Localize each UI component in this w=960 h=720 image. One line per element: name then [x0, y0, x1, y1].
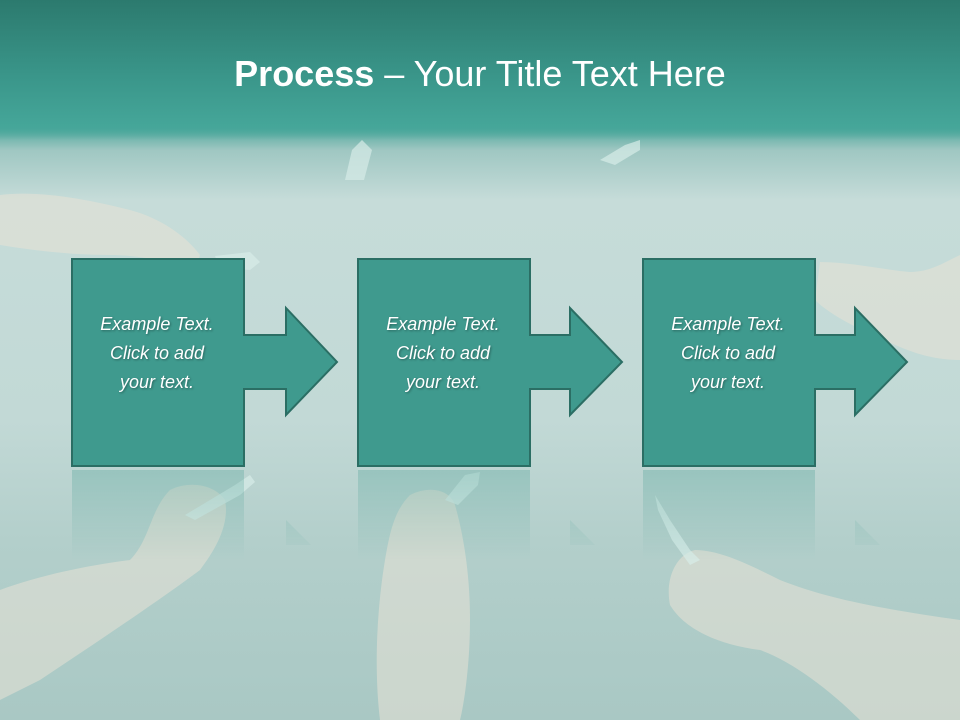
step-text-line-2: Click to add — [680, 343, 776, 363]
step-text-line-3: your text. — [119, 372, 195, 392]
step-text-line-3: your text. — [690, 372, 766, 392]
step-reflection — [357, 470, 697, 560]
process-step-2[interactable]: Example Text. Click to add your text. — [357, 258, 697, 468]
title-band — [0, 0, 960, 140]
step-text[interactable]: Example Text. Click to add your text. — [71, 310, 243, 397]
step-text-line-2: Click to add — [109, 343, 205, 363]
step-text-line-1: Example Text. — [671, 314, 785, 334]
step-arrow-shape — [642, 258, 909, 467]
step-text[interactable]: Example Text. Click to add your text. — [357, 310, 529, 397]
step-text-line-1: Example Text. — [386, 314, 500, 334]
step-arrow-shape — [71, 258, 339, 467]
title-bold-part: Process — [234, 53, 375, 94]
step-text-line-3: your text. — [405, 372, 481, 392]
step-reflection — [71, 470, 411, 560]
process-step-3[interactable]: Example Text. Click to add your text. — [642, 258, 960, 468]
step-arrow-shape — [357, 258, 624, 467]
slide-title[interactable]: Process – Your Title Text Here — [0, 52, 960, 96]
step-text-line-1: Example Text. — [100, 314, 214, 334]
process-step-1[interactable]: Example Text. Click to add your text. — [71, 258, 411, 468]
title-rest-part: – Your Title Text Here — [374, 53, 726, 94]
step-reflection — [642, 470, 960, 560]
step-text[interactable]: Example Text. Click to add your text. — [642, 310, 814, 397]
step-text-line-2: Click to add — [395, 343, 491, 363]
